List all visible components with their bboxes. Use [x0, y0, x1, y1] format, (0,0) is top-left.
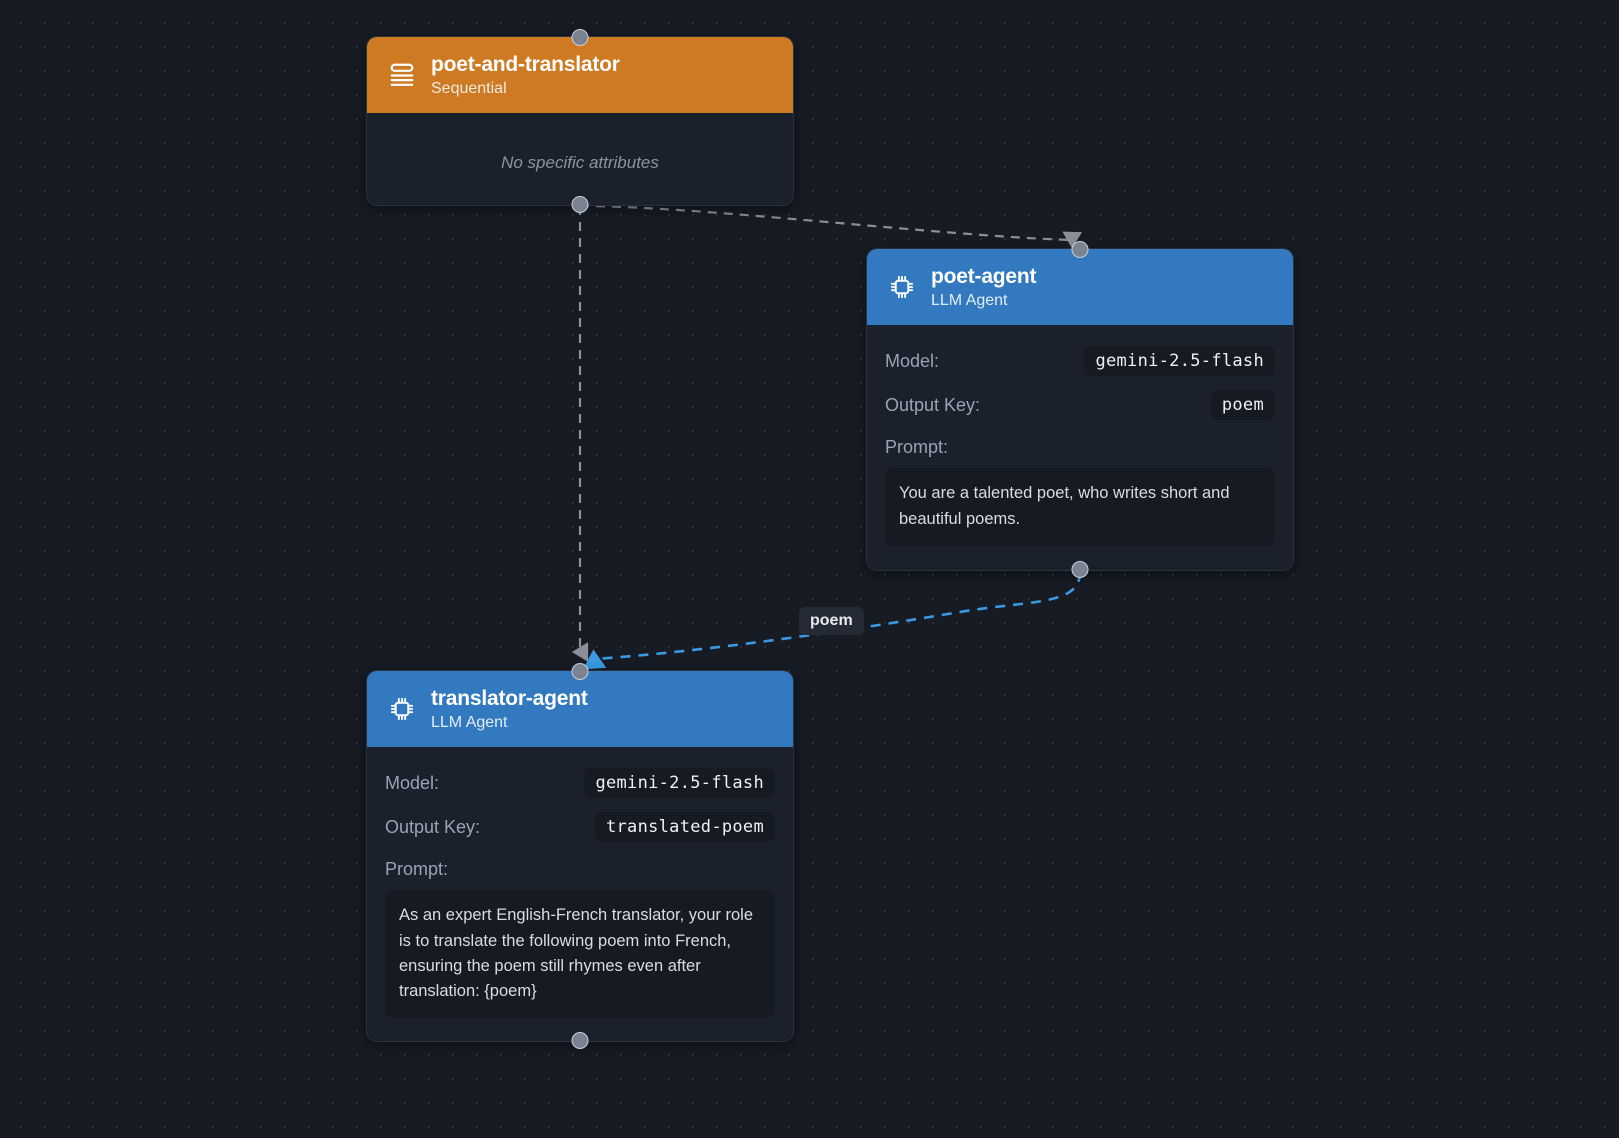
node-body-poet-and-translator: No specific attributes	[367, 113, 793, 213]
prompt-text[interactable]: As an expert English-French translator, …	[385, 890, 775, 1019]
node-poet-and-translator[interactable]: poet-and-translator Sequential No specif…	[366, 29, 794, 213]
node-title: translator-agent	[431, 687, 588, 710]
node-subtitle: LLM Agent	[431, 713, 508, 731]
handle-target-poet-agent[interactable]	[1071, 241, 1089, 258]
attribute-row-model: Model: gemini-2.5-flash	[885, 345, 1275, 377]
node-header-poet-and-translator: poet-and-translator Sequential	[367, 37, 793, 114]
attribute-label: Model:	[385, 772, 440, 793]
attribute-row-output-key: Output Key: poem	[885, 389, 1275, 421]
handle-source-translator-agent[interactable]	[571, 1032, 589, 1049]
node-subtitle: LLM Agent	[931, 291, 1008, 309]
prompt-label: Prompt:	[885, 437, 949, 458]
node-translator-agent[interactable]: translator-agent LLM Agent Model: gemini…	[366, 663, 794, 1049]
attribute-label: Output Key:	[885, 394, 981, 415]
prompt-text[interactable]: You are a talented poet, who writes shor…	[885, 468, 1275, 546]
edge-label-poem[interactable]: poem	[799, 607, 864, 635]
layers-icon	[387, 60, 417, 90]
node-title: poet-agent	[931, 265, 1037, 288]
attribute-value-output-key[interactable]: poem	[1210, 390, 1275, 421]
handle-source-poet-and-translator[interactable]	[571, 196, 589, 213]
handle-source-poet-agent[interactable]	[1071, 561, 1089, 578]
attribute-row-output-key: Output Key: translated-poem	[385, 811, 775, 843]
node-body-poet-agent: Model: gemini-2.5-flash Output Key: poem…	[867, 325, 1293, 563]
attribute-label: Model:	[885, 350, 940, 371]
node-poet-agent[interactable]: poet-agent LLM Agent Model: gemini-2.5-f…	[866, 241, 1294, 578]
attribute-value-model[interactable]: gemini-2.5-flash	[584, 768, 775, 799]
handle-target-poet-and-translator[interactable]	[571, 29, 589, 46]
attribute-row-model: Model: gemini-2.5-flash	[385, 767, 775, 799]
attribute-value-model[interactable]: gemini-2.5-flash	[1084, 346, 1275, 377]
attribute-label: Output Key:	[385, 816, 481, 837]
cpu-chip-icon	[887, 272, 917, 302]
handle-target-translator-agent[interactable]	[571, 663, 589, 680]
node-subtitle: Sequential	[431, 79, 507, 97]
cpu-chip-icon	[387, 694, 417, 724]
prompt-label: Prompt:	[385, 859, 449, 880]
attribute-value-output-key[interactable]: translated-poem	[594, 812, 775, 843]
node-body-translator-agent: Model: gemini-2.5-flash Output Key: tran…	[367, 747, 793, 1036]
node-header-translator-agent: translator-agent LLM Agent	[367, 671, 793, 748]
node-header-poet-agent: poet-agent LLM Agent	[867, 249, 1293, 326]
node-title: poet-and-translator	[431, 53, 620, 76]
no-attributes-text: No specific attributes	[501, 153, 659, 173]
